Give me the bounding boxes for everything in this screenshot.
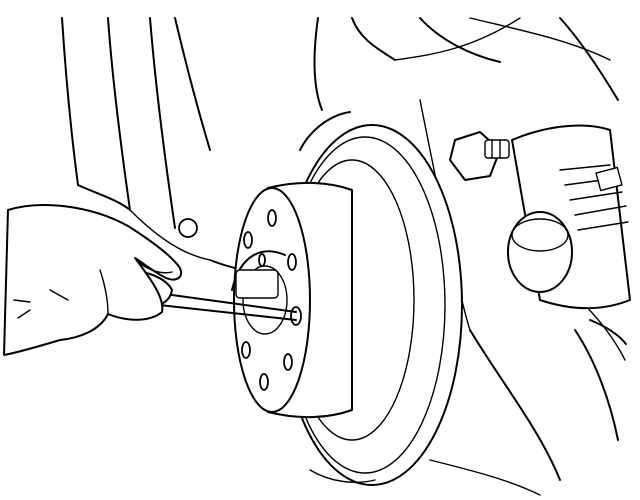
caliper-bolt xyxy=(178,131,510,238)
brake-caliper xyxy=(507,124,631,345)
wheel-stud-holes xyxy=(241,209,302,391)
stud-hole xyxy=(258,253,266,267)
stud-hole xyxy=(290,306,302,326)
stud-hole xyxy=(267,209,277,227)
suspension-strut xyxy=(61,17,271,276)
stud-hole xyxy=(287,253,297,271)
stud-hole xyxy=(241,341,251,359)
stud-hole xyxy=(259,373,269,391)
wheel-hub xyxy=(231,181,353,419)
strut-bolt-head xyxy=(178,218,198,238)
technician-hand xyxy=(3,204,182,356)
stud-hole xyxy=(283,353,293,371)
stud-hole xyxy=(243,231,253,249)
